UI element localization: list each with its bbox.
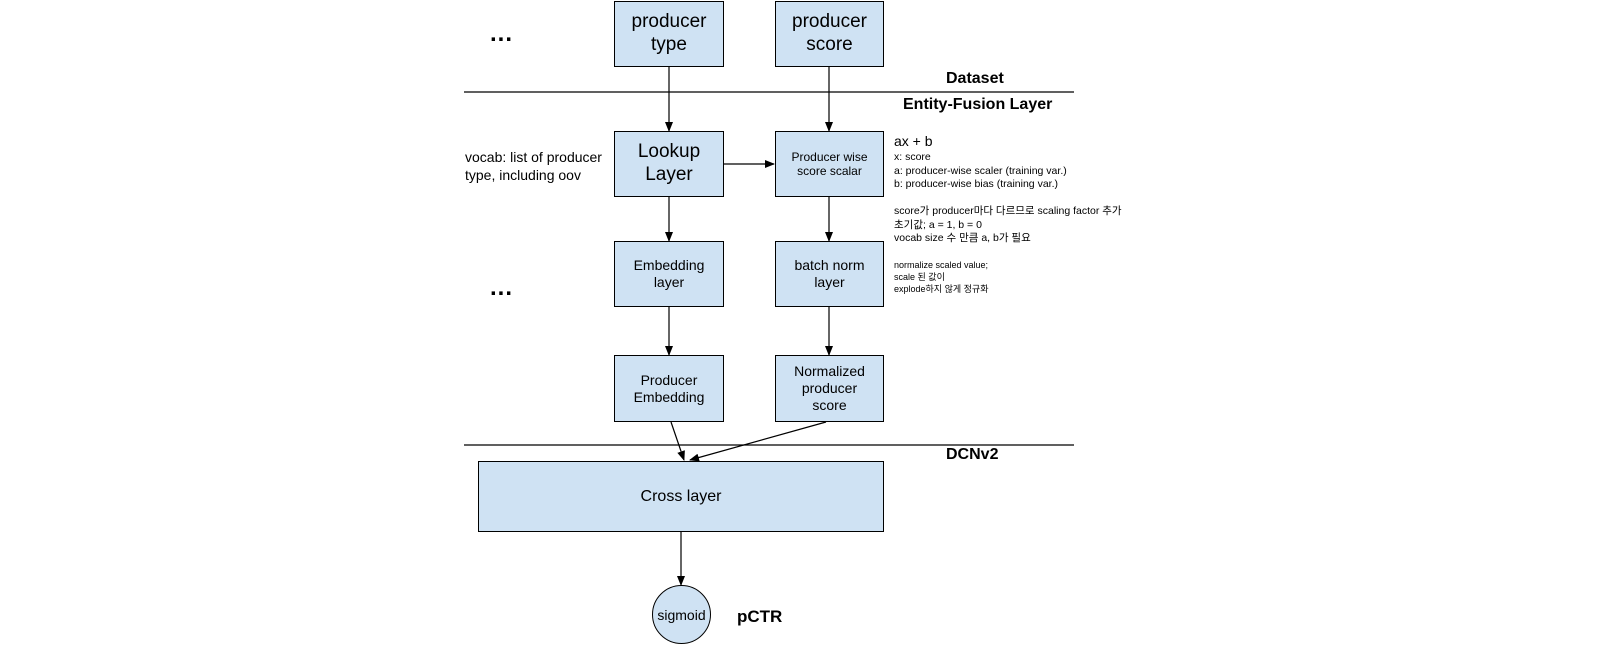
node-normalized-line2: producer — [801, 380, 858, 397]
note-formula-vars: x: score a: producer-wise scaler (traini… — [894, 151, 1067, 192]
ellipsis-middle: ... — [490, 274, 514, 301]
node-batch-norm-layer-line1: batch norm — [794, 257, 865, 274]
node-batch-norm-layer-line2: layer — [814, 274, 845, 290]
output-pctr-label: pCTR — [737, 607, 783, 626]
ellipsis-top: ... — [490, 20, 514, 47]
note-scaling-line1: score가 producer마다 다르므로 scaling factor 추가 — [894, 205, 1122, 217]
note-scaling-line2: 초기값; a = 1, b = 0 — [894, 218, 982, 231]
section-dataset-label: Dataset — [946, 70, 1004, 87]
note-vocab-line1: vocab: list of producer — [465, 149, 602, 165]
node-cross-layer-label: Cross layer — [640, 487, 722, 505]
note-vocab-line2: type, including oov — [465, 166, 581, 183]
note-normalize-line3: explode하지 않게 정규화 — [894, 284, 989, 295]
node-embedding-layer-line2: layer — [653, 274, 685, 290]
note-normalize: normalize scaled value; scale 된 값이 explo… — [894, 259, 989, 295]
note-vocab: vocab: list of producer type, including … — [465, 149, 602, 184]
node-embedding-layer-line1: Embedding — [633, 257, 705, 274]
note-formula: ax + b — [894, 133, 933, 149]
node-producer-embedding-line2: Embedding — [633, 388, 705, 405]
node-sigmoid: sigmoid — [652, 585, 711, 644]
node-producer-wise-scalar-line1: Producer wise — [791, 149, 868, 164]
node-lookup-layer-line2: Layer — [645, 164, 693, 185]
note-scaling-line3: vocab size 수 만큼 a, b가 필요 — [894, 232, 1031, 245]
node-producer-score-line2: score — [806, 34, 853, 55]
section-entity-fusion-label: Entity-Fusion Layer — [903, 96, 1053, 113]
node-sigmoid-label: sigmoid — [657, 606, 706, 623]
note-formula-var-x: x: score — [894, 151, 931, 163]
note-formula-var-a: a: producer-wise scaler (training var.) — [894, 164, 1067, 177]
node-producer-type-line1: producer — [631, 11, 707, 33]
section-dcnv2-label: DCNv2 — [946, 446, 999, 463]
node-cross-layer: Cross layer — [478, 461, 884, 532]
node-producer-wise-scalar-line2: score scalar — [797, 164, 862, 178]
edge-producer-embedding-to-cross — [670, 421, 685, 461]
node-lookup-layer-line1: Lookup — [637, 141, 701, 163]
node-producer-embedding-line1: Producer — [640, 371, 698, 388]
note-normalize-line2: scale 된 값이 — [894, 272, 945, 283]
note-scaling: score가 producer마다 다르므로 scaling factor 추가… — [894, 205, 1122, 246]
node-producer-type-line2: type — [651, 34, 687, 55]
node-normalized-line1: Normalized — [794, 363, 865, 380]
note-normalize-line1: normalize scaled value; — [894, 260, 989, 270]
node-producer-score-line1: producer — [792, 11, 867, 33]
note-formula-var-b: b: producer-wise bias (training var.) — [894, 178, 1058, 191]
node-normalized-line3: score — [812, 396, 847, 413]
edge-normalized-to-cross — [689, 421, 827, 462]
